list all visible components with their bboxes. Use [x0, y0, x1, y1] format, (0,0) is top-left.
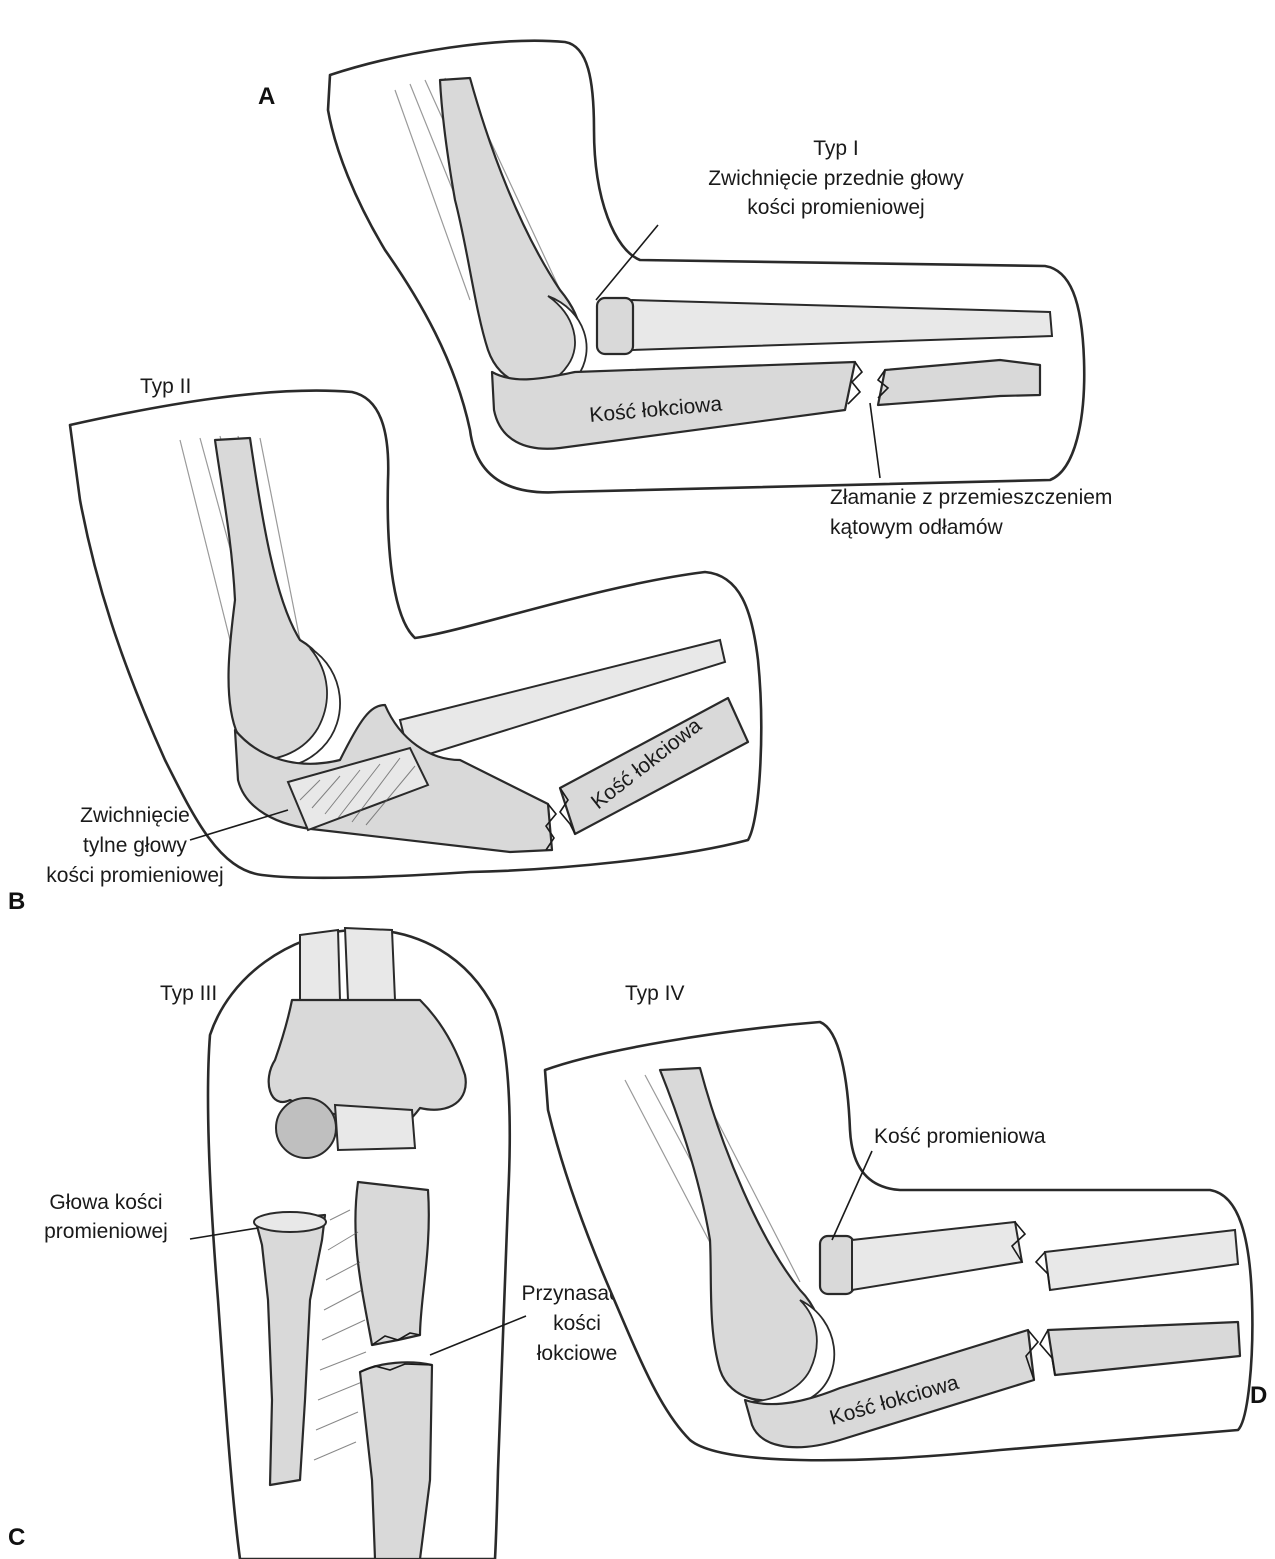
capitellum-c — [276, 1098, 336, 1158]
desc-line3-b: kości promieniowej — [46, 864, 223, 887]
meta-line3-c: łokciowe — [537, 1342, 618, 1365]
desc-line2-b: tylne głowy — [83, 834, 187, 857]
fracture-label-line1-a: Złamanie z przemieszczeniem — [830, 486, 1112, 509]
radial-head-a — [597, 298, 633, 354]
fracture-label-line2-a: kątowym odłamów — [830, 516, 1004, 539]
type-label-a: Typ I — [813, 137, 859, 160]
humerus-shaft-2-c — [345, 928, 395, 1000]
ulna-proximal-c — [355, 1182, 428, 1345]
panel-d: Typ IV Kość promieniowa Kość łokciowa D — [545, 982, 1267, 1460]
type-label-d: Typ IV — [625, 982, 685, 1005]
head-line2-c: promieniowej — [44, 1220, 168, 1243]
desc-line1-b: Zwichnięcie — [80, 804, 190, 827]
desc-line2-a: kości promieniowej — [747, 196, 924, 219]
panel-letter-d: D — [1250, 1382, 1267, 1409]
panel-letter-b: B — [8, 888, 25, 915]
panel-c: Typ III Głowa kości promieniowej Przynas… — [8, 928, 633, 1559]
head-line1-c: Głowa kości — [49, 1191, 162, 1214]
panel-letter-c: C — [8, 1524, 25, 1551]
radius-label-d: Kość promieniowa — [874, 1125, 1046, 1148]
trochlea-c — [335, 1105, 415, 1150]
humerus-shaft-c — [300, 930, 340, 1000]
radial-head-d — [820, 1236, 854, 1294]
type-label-c: Typ III — [160, 982, 217, 1005]
type-label-b: Typ II — [140, 375, 191, 398]
radial-head-c — [254, 1212, 326, 1232]
meta-line2-c: kości — [553, 1312, 601, 1335]
desc-line1-a: Zwichnięcie przednie głowy — [708, 167, 964, 190]
panel-letter-a: A — [258, 83, 275, 110]
